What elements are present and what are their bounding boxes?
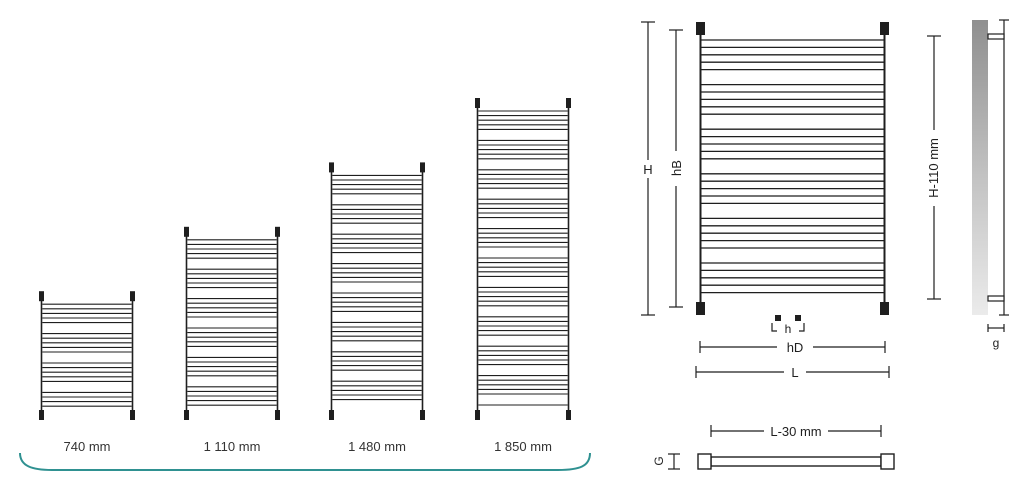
dim-valve-spacing: h <box>771 322 805 336</box>
top-view-cap-left <box>697 453 712 470</box>
top-view <box>697 453 895 470</box>
dim-label-H: H <box>643 162 652 177</box>
dim-label-L30: L-30 mm <box>770 424 821 439</box>
top-view-body <box>710 456 882 467</box>
valve-left <box>775 315 781 321</box>
dim-label-H110: H-110 mm <box>926 138 941 198</box>
dim-label-hD: hD <box>787 340 804 355</box>
dim-height-hB: hB <box>668 29 684 308</box>
dim-height-H: H <box>639 21 657 316</box>
size-chart-drawings <box>39 98 571 420</box>
wall-bracket-bottom <box>987 295 1005 302</box>
dim-label-hB: hB <box>669 160 684 176</box>
front-view-drawing <box>696 22 889 315</box>
radiator-size-1850 <box>475 98 571 420</box>
dim-mount-height: H-110 mm <box>926 35 942 300</box>
size-chart-labels: 740 mm 1 110 mm 1 480 mm 1 850 mm <box>64 439 552 454</box>
size-label-1850: 1 850 mm <box>494 439 552 454</box>
dim-top-depth: G <box>652 453 680 470</box>
dim-wall-gap: g <box>987 324 1005 350</box>
side-profile <box>972 20 988 315</box>
wall-bracket-top <box>987 33 1005 40</box>
dim-label-L: L <box>791 365 798 380</box>
size-label-1480: 1 480 mm <box>348 439 406 454</box>
dim-label-g: g <box>993 336 1000 350</box>
radiator-size-740 <box>39 291 135 420</box>
dim-label-h: h <box>785 322 792 336</box>
dim-width-L: L <box>695 364 890 380</box>
side-view <box>972 19 1009 316</box>
front-view-valves <box>775 315 801 321</box>
size-label-1110: 1 110 mm <box>204 439 261 454</box>
radiator-size-1480 <box>329 162 425 420</box>
size-label-740: 740 mm <box>64 439 111 454</box>
dim-top-width: L-30 mm <box>710 424 882 439</box>
accent-underline <box>19 452 591 471</box>
dim-width-hD: hD <box>699 339 886 355</box>
radiator-size-1110 <box>184 226 280 420</box>
top-view-cap-right <box>880 453 895 470</box>
dim-label-G: G <box>652 456 666 465</box>
valve-right <box>795 315 801 321</box>
